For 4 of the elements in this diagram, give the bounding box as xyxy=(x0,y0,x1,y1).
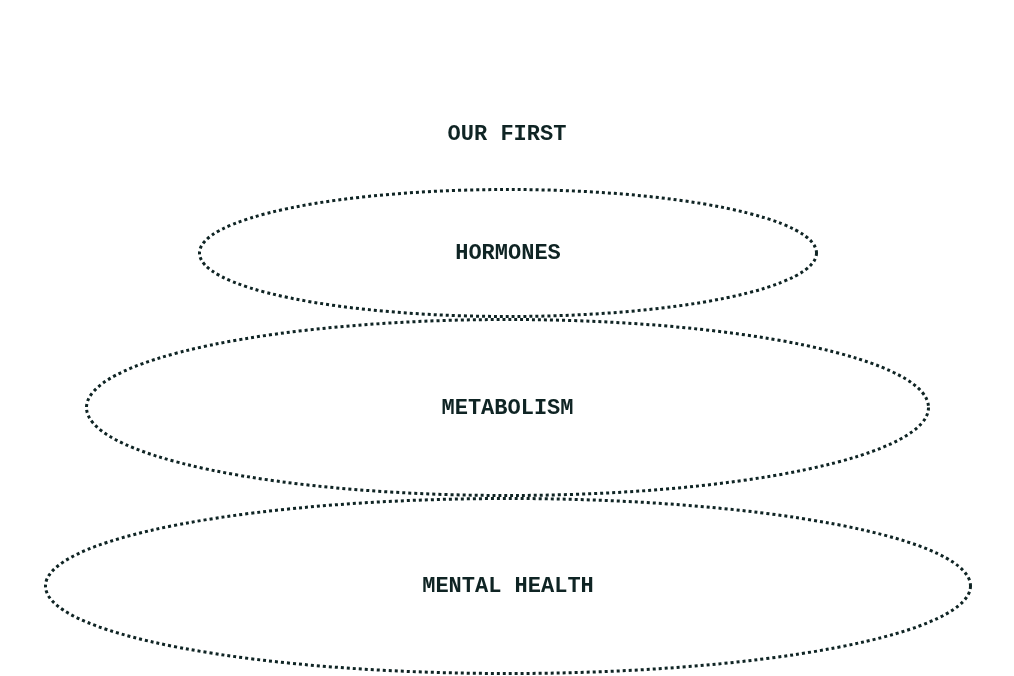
node-label: HORMONES xyxy=(455,240,561,266)
heading: OUR FIRST xyxy=(447,121,567,147)
node-label: MENTAL HEALTH xyxy=(422,573,594,599)
node-label: METABOLISM xyxy=(441,395,574,420)
